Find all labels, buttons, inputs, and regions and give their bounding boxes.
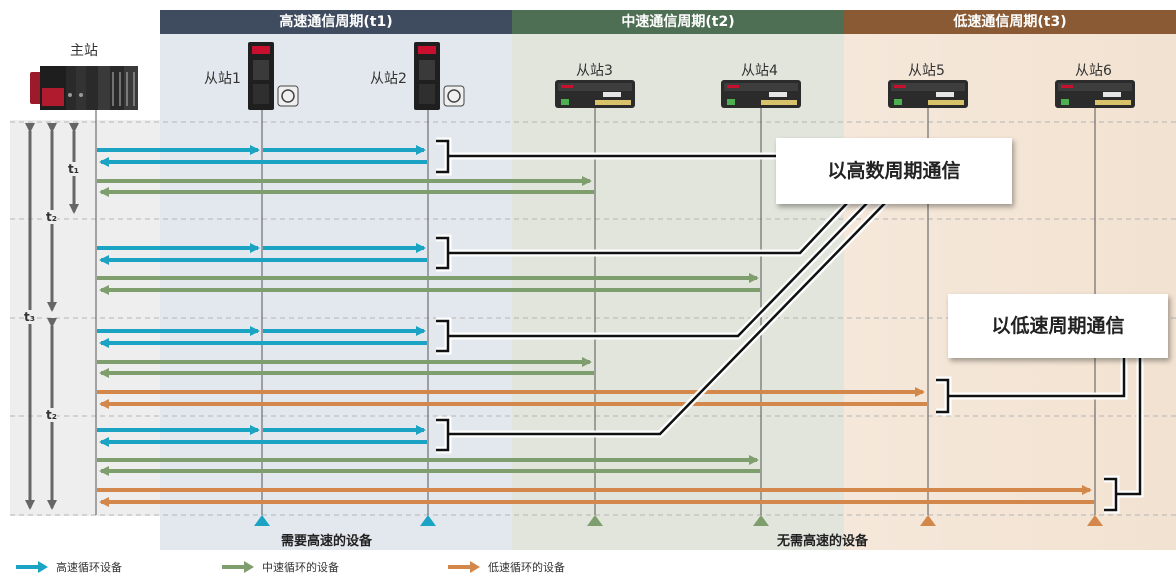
need-high-speed-label: 需要高速的设备: [281, 530, 372, 549]
io-module-3-icon: [555, 80, 635, 108]
legend-high: 高速循环设备: [16, 559, 122, 575]
t1-label: t₁: [68, 162, 79, 176]
io-module-4-icon: [721, 80, 801, 108]
legend-low-label: 低速循环的设备: [488, 559, 565, 575]
bottom-markers: [254, 515, 1103, 526]
io-module-5-icon: [888, 80, 968, 108]
t3-label: t₃: [24, 310, 35, 324]
t2-label-upper: t₂: [46, 210, 57, 224]
high-cycle-callout: 以高数周期通信: [776, 138, 1012, 204]
legend-low: 低速循环的设备: [448, 559, 565, 575]
low-cycle-callout: 以低速周期通信: [948, 294, 1168, 358]
no-high-speed-label: 无需高速的设备: [777, 530, 868, 549]
time-arrows: [30, 131, 74, 508]
green-arrow-icon: [222, 561, 254, 573]
legend-mid: 中速循环的设备: [222, 559, 339, 575]
servo-drive-2-icon: [414, 42, 464, 110]
t2-label-lower: t₂: [46, 408, 57, 422]
io-module-6-icon: [1055, 80, 1135, 108]
orange-arrow-icon: [448, 561, 480, 573]
cyan-arrow-icon: [16, 561, 48, 573]
master-plc-icon: [30, 66, 138, 110]
servo-drive-1-icon: [248, 42, 298, 110]
legend-mid-label: 中速循环的设备: [262, 559, 339, 575]
legend-high-label: 高速循环设备: [56, 559, 122, 575]
